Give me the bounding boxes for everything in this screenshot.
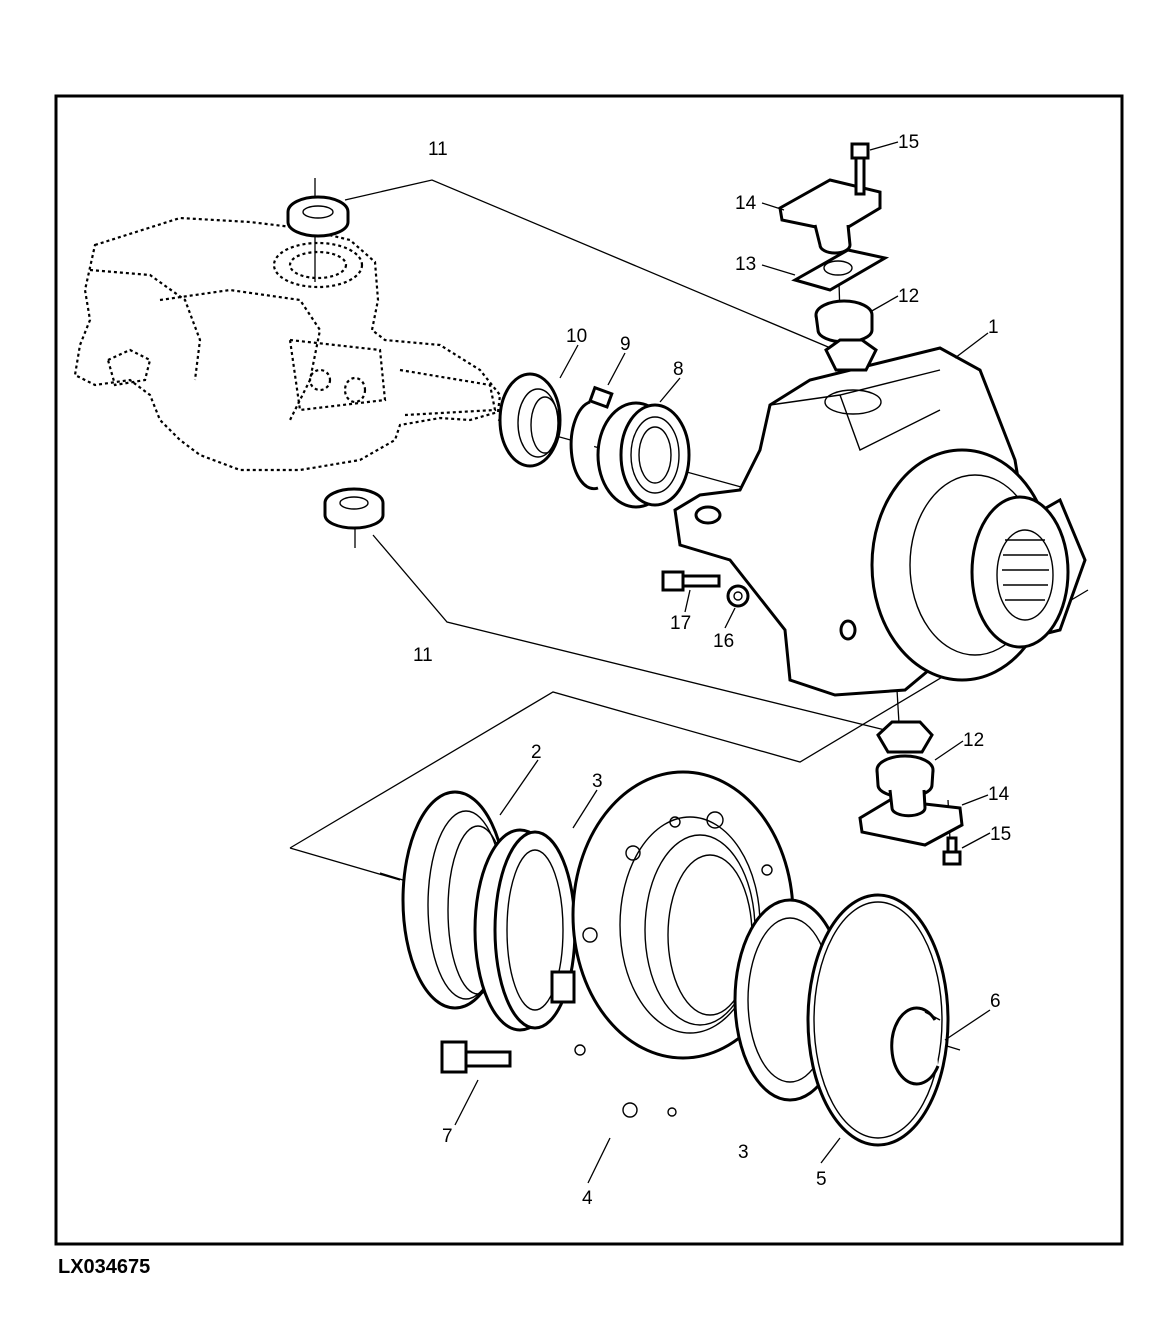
nut-16 bbox=[726, 584, 750, 608]
leader-lines-11 bbox=[344, 179, 886, 731]
retaining-ring-6 bbox=[890, 1006, 941, 1086]
callout-2: 2 bbox=[531, 742, 542, 763]
callout-3-outer: 3 bbox=[738, 1142, 749, 1163]
callout-11-lower: 11 bbox=[413, 645, 433, 666]
callout-12-lower: 12 bbox=[963, 730, 984, 751]
callout-leaders bbox=[454, 141, 991, 1184]
callout-7: 7 bbox=[442, 1126, 453, 1147]
bearing-8 bbox=[596, 401, 691, 509]
callout-4: 4 bbox=[582, 1188, 593, 1209]
callout-10: 10 bbox=[566, 326, 587, 347]
callout-1: 1 bbox=[988, 317, 999, 338]
axle-housing-phantom bbox=[73, 216, 502, 472]
callout-16: 16 bbox=[713, 631, 734, 652]
steering-knuckle bbox=[673, 346, 1087, 697]
bolt-upper bbox=[850, 142, 870, 196]
callout-12-upper: 12 bbox=[898, 286, 919, 307]
callout-15-upper: 15 bbox=[898, 132, 919, 153]
callout-6: 6 bbox=[990, 991, 1001, 1012]
callout-14-lower: 14 bbox=[988, 784, 1010, 805]
cone-bearing-upper bbox=[814, 299, 878, 372]
callout-5: 5 bbox=[816, 1169, 827, 1190]
callout-14-upper: 14 bbox=[735, 193, 757, 214]
bushing-upper bbox=[286, 195, 350, 238]
wheel-stud-7 bbox=[440, 1040, 512, 1074]
diagram-frame bbox=[54, 94, 1124, 1246]
callout-labels: 1 2 3 3 4 5 6 7 8 9 10 11 11 12 12 13 14… bbox=[413, 132, 1011, 1209]
figure-id: LX034675 bbox=[58, 1256, 151, 1278]
seal-10 bbox=[498, 372, 562, 468]
callout-9: 9 bbox=[620, 334, 631, 355]
callout-3-inner: 3 bbox=[592, 771, 603, 792]
bolt-17 bbox=[661, 570, 721, 592]
gasket-13 bbox=[791, 248, 890, 292]
pivot-cap-lower bbox=[858, 789, 964, 847]
callout-11-upper: 11 bbox=[428, 139, 448, 160]
snap-ring-9 bbox=[569, 385, 614, 491]
bushing-lower bbox=[323, 487, 385, 530]
cone-bearing-lower bbox=[875, 720, 935, 799]
callout-8: 8 bbox=[673, 359, 684, 380]
callout-15-lower: 15 bbox=[990, 824, 1011, 845]
callout-17: 17 bbox=[670, 613, 691, 634]
bolt-lower bbox=[942, 836, 962, 866]
callout-13: 13 bbox=[735, 254, 756, 275]
